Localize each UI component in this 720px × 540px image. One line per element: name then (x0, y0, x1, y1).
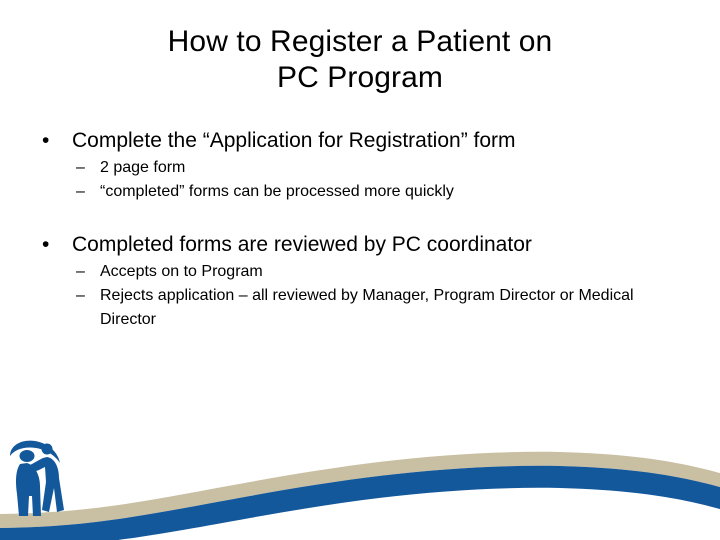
dash-marker-icon: – (76, 287, 85, 304)
organization-logo-icon (10, 440, 64, 516)
bullet-level2-1-2: – “completed” forms can be processed mor… (0, 180, 720, 204)
wave-band-tan (0, 451, 720, 528)
decorative-wave-graphic (0, 451, 720, 540)
bullet-level2-1-1: – 2 page form (0, 156, 720, 180)
bullet-level2-2-1: – Accepts on to Program (0, 260, 720, 284)
slide-body: • Complete the “Application for Registra… (0, 126, 720, 332)
bullet-level2-2-1-text: Accepts on to Program (100, 263, 263, 280)
bullet-marker-icon: • (42, 233, 50, 256)
group-spacer (0, 204, 720, 230)
bullet-level2-1-2-text: “completed” forms can be processed more … (100, 183, 454, 200)
bullet-group-2: • Completed forms are reviewed by PC coo… (0, 230, 720, 332)
bullet-group-1: • Complete the “Application for Registra… (0, 126, 720, 204)
bullet-level1-1: • Complete the “Application for Registra… (0, 126, 720, 156)
bullet-level2-2-2: – Rejects application – all reviewed by … (0, 284, 720, 332)
bullet-level2-2-2-text: Rejects application – all reviewed by Ma… (100, 287, 634, 328)
bullet-marker-icon: • (42, 129, 50, 152)
dash-marker-icon: – (76, 263, 85, 280)
title-line-2: PC Program (276, 61, 444, 94)
dash-marker-icon: – (76, 183, 85, 200)
bullet-level1-1-text: Complete the “Application for Registrati… (72, 129, 516, 152)
bullet-level1-2: • Completed forms are reviewed by PC coo… (0, 230, 720, 260)
wave-band-blue (0, 465, 720, 540)
title-line-1: How to Register a Patient on (167, 25, 553, 58)
bullet-level2-1-1-text: 2 page form (100, 159, 186, 176)
dash-marker-icon: – (76, 159, 85, 176)
slide-title: How to Register a Patient on PC Program (40, 24, 680, 96)
bullet-level1-2-text: Completed forms are reviewed by PC coord… (72, 233, 532, 256)
